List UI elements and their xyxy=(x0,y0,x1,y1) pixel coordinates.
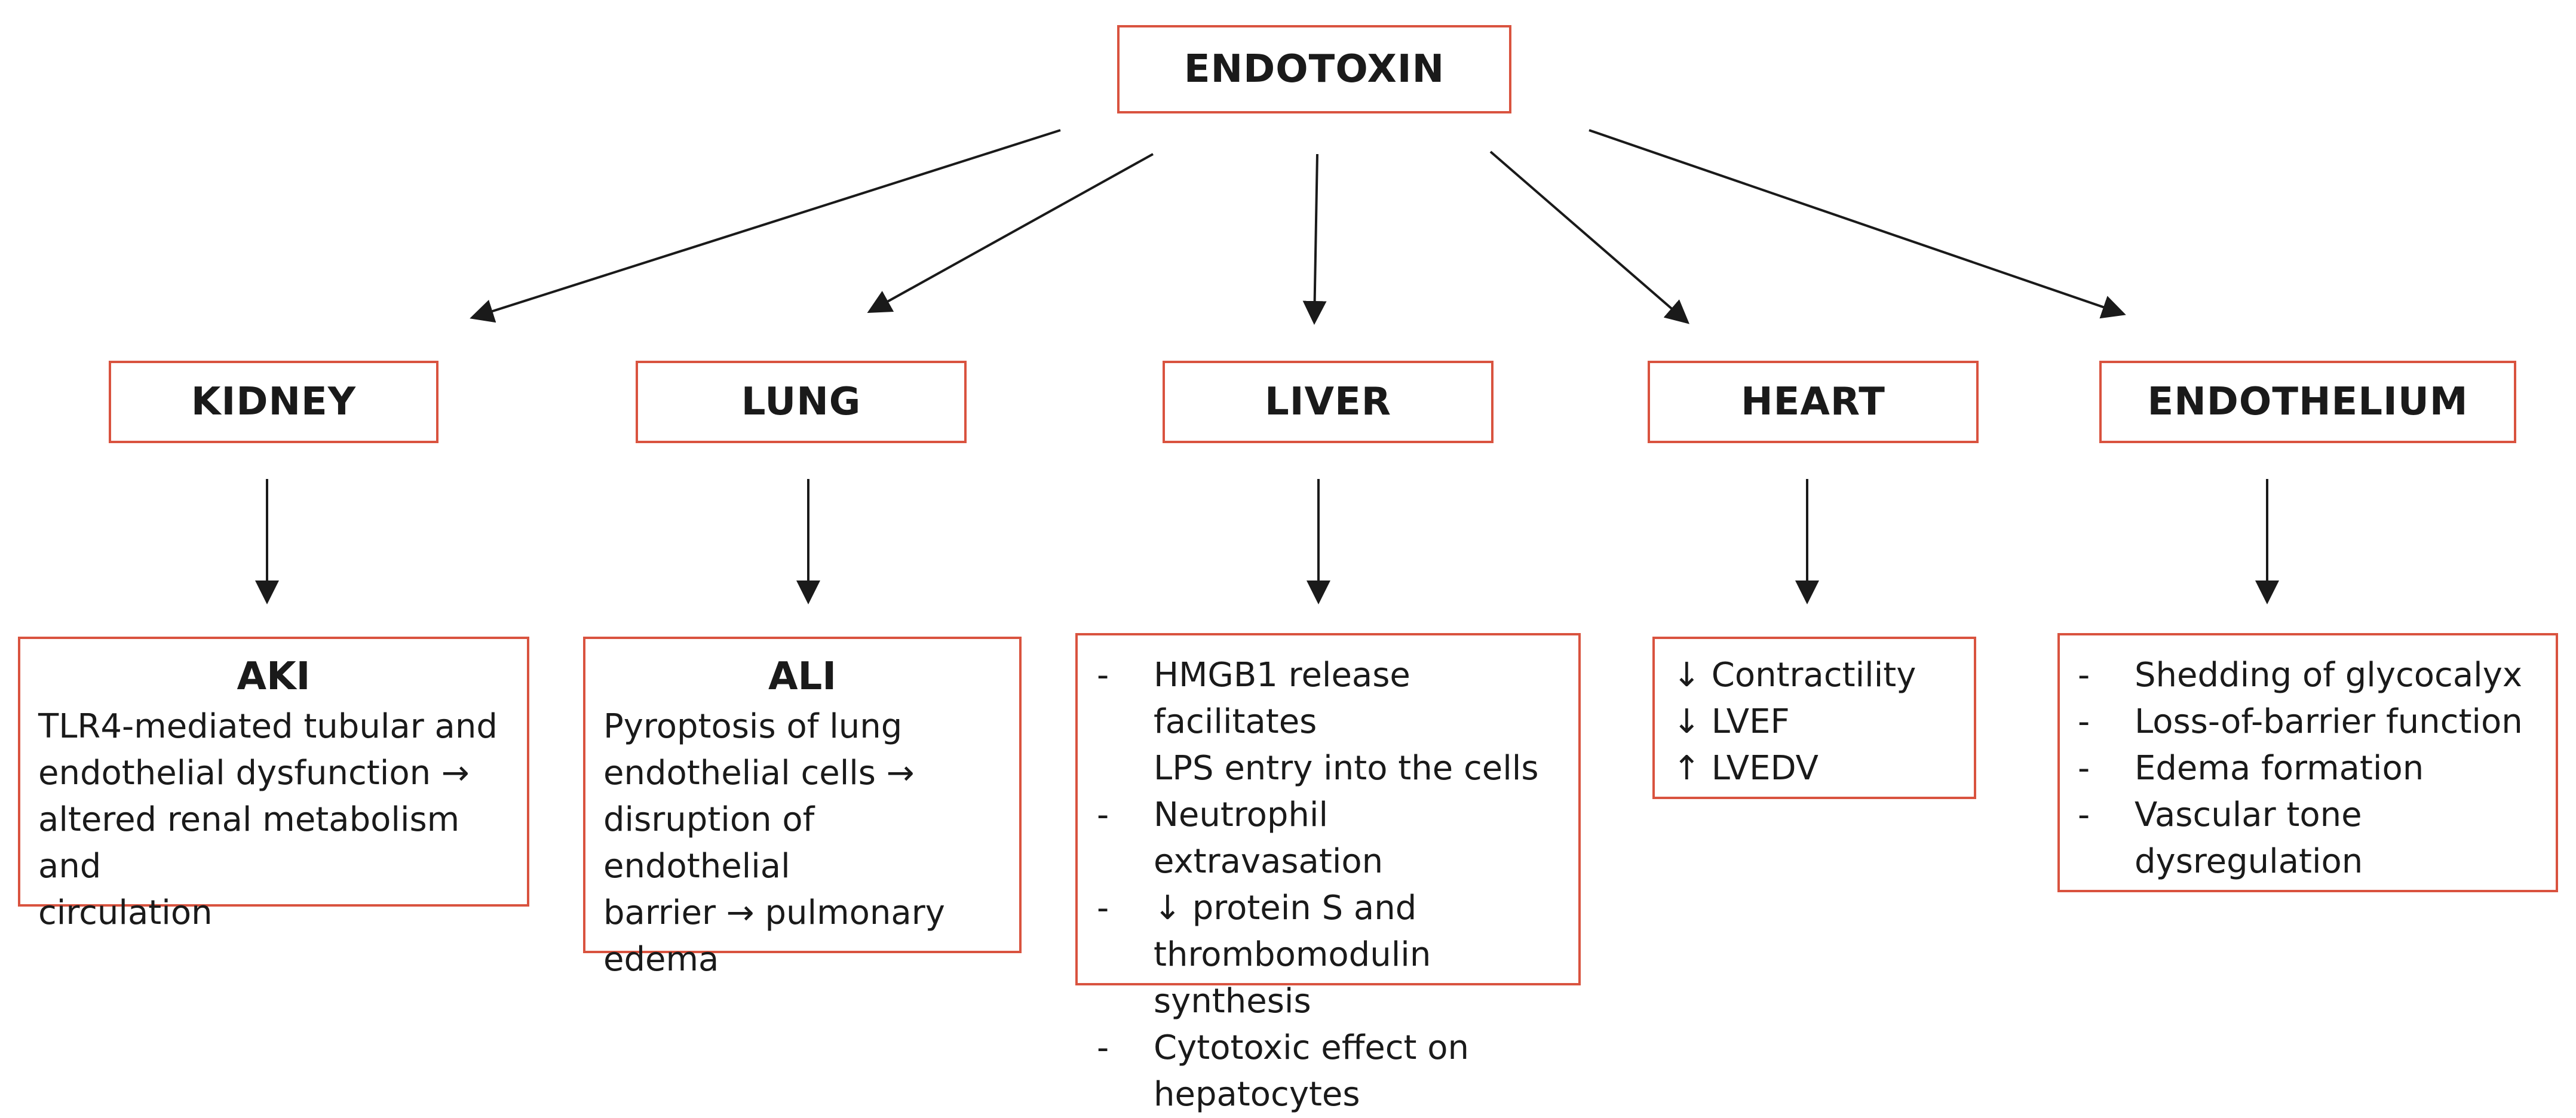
effect-title-ali: ALI xyxy=(768,655,837,699)
organ-box-lung: LUNG xyxy=(636,361,967,443)
arrow-endotoxin-lung xyxy=(867,153,1154,313)
arrow-endotoxin-liver xyxy=(1302,153,1327,325)
effect-box-lung: ALI Pyroptosis of lung endothelial cells… xyxy=(583,637,1022,979)
list-item: Shedding of glycocalyx xyxy=(2078,652,2550,699)
endotoxin-box: ENDOTOXIN xyxy=(1117,25,1511,113)
list-item: ↓ LVEF xyxy=(1673,702,1790,741)
list-item: Edema formation xyxy=(2078,745,2550,792)
organ-label-endothelium: ENDOTHELIUM xyxy=(2147,380,2468,424)
effect-line: endothelial cells → xyxy=(603,754,915,793)
list-item: ↓ Contractility xyxy=(1673,656,1916,695)
endotoxin-label: ENDOTOXIN xyxy=(1183,47,1445,91)
effect-text-lung: Pyroptosis of lung endothelial cells → d… xyxy=(585,704,1019,983)
list-item: HMGB1 release facilitates LPS entry into… xyxy=(1097,652,1566,792)
arrow-endotoxin-heart xyxy=(1489,150,1690,324)
effect-box-endothelium: Shedding of glycocalyx Loss-of-barrier f… xyxy=(2057,633,2558,892)
effect-line: disruption of endothelial xyxy=(603,800,815,886)
effect-box-heart: ↓ Contractility ↓ LVEF ↑ LVEDV xyxy=(1652,637,1976,799)
effect-list-liver: HMGB1 release facilitates LPS entry into… xyxy=(1097,652,1566,1118)
list-item: Neutrophil extravasation xyxy=(1097,792,1566,885)
list-item: ↓ protein S and thrombomodulin synthesis xyxy=(1097,885,1566,1025)
effect-line: circulation xyxy=(38,893,213,932)
effect-line: barrier → pulmonary xyxy=(603,893,945,932)
list-item: Cytotoxic effect on hepatocytes xyxy=(1097,1025,1566,1118)
organ-box-liver: LIVER xyxy=(1163,361,1494,443)
list-item: ↑ LVEDV xyxy=(1673,749,1818,788)
effect-line: altered renal metabolism and xyxy=(38,800,460,886)
list-item: Loss-of-barrier function xyxy=(2078,699,2550,745)
effect-line: edema xyxy=(603,940,719,979)
arrow-endotoxin-kidney xyxy=(470,129,1061,323)
effect-title-aki: AKI xyxy=(237,655,311,699)
effect-text-kidney: TLR4-mediated tubular and endothelial dy… xyxy=(20,704,527,936)
organ-box-heart: HEART xyxy=(1648,361,1979,443)
connector-arrows xyxy=(255,129,2279,604)
organ-box-kidney: KIDNEY xyxy=(109,361,438,443)
effect-list-endothelium: Shedding of glycocalyx Loss-of-barrier f… xyxy=(2078,652,2550,885)
organ-label-lung: LUNG xyxy=(741,380,861,424)
effect-line: Pyroptosis of lung xyxy=(603,707,903,746)
effect-line: TLR4-mediated tubular and xyxy=(38,707,498,746)
effect-box-kidney: AKI TLR4-mediated tubular and endothelia… xyxy=(18,637,529,932)
list-item: Vascular tone dysregulation xyxy=(2078,792,2550,885)
effect-box-liver: HMGB1 release facilitates LPS entry into… xyxy=(1075,633,1581,1114)
organ-label-kidney: KIDNEY xyxy=(191,380,357,424)
effect-line: endothelial dysfunction → xyxy=(38,754,470,793)
arrow-endotoxin-endothelium xyxy=(1588,129,2126,319)
organ-box-endothelium: ENDOTHELIUM xyxy=(2099,361,2516,443)
organ-label-heart: HEART xyxy=(1741,380,1885,424)
effect-list-heart: ↓ Contractility ↓ LVEF ↑ LVEDV xyxy=(1673,652,1974,792)
organ-label-liver: LIVER xyxy=(1264,380,1392,424)
